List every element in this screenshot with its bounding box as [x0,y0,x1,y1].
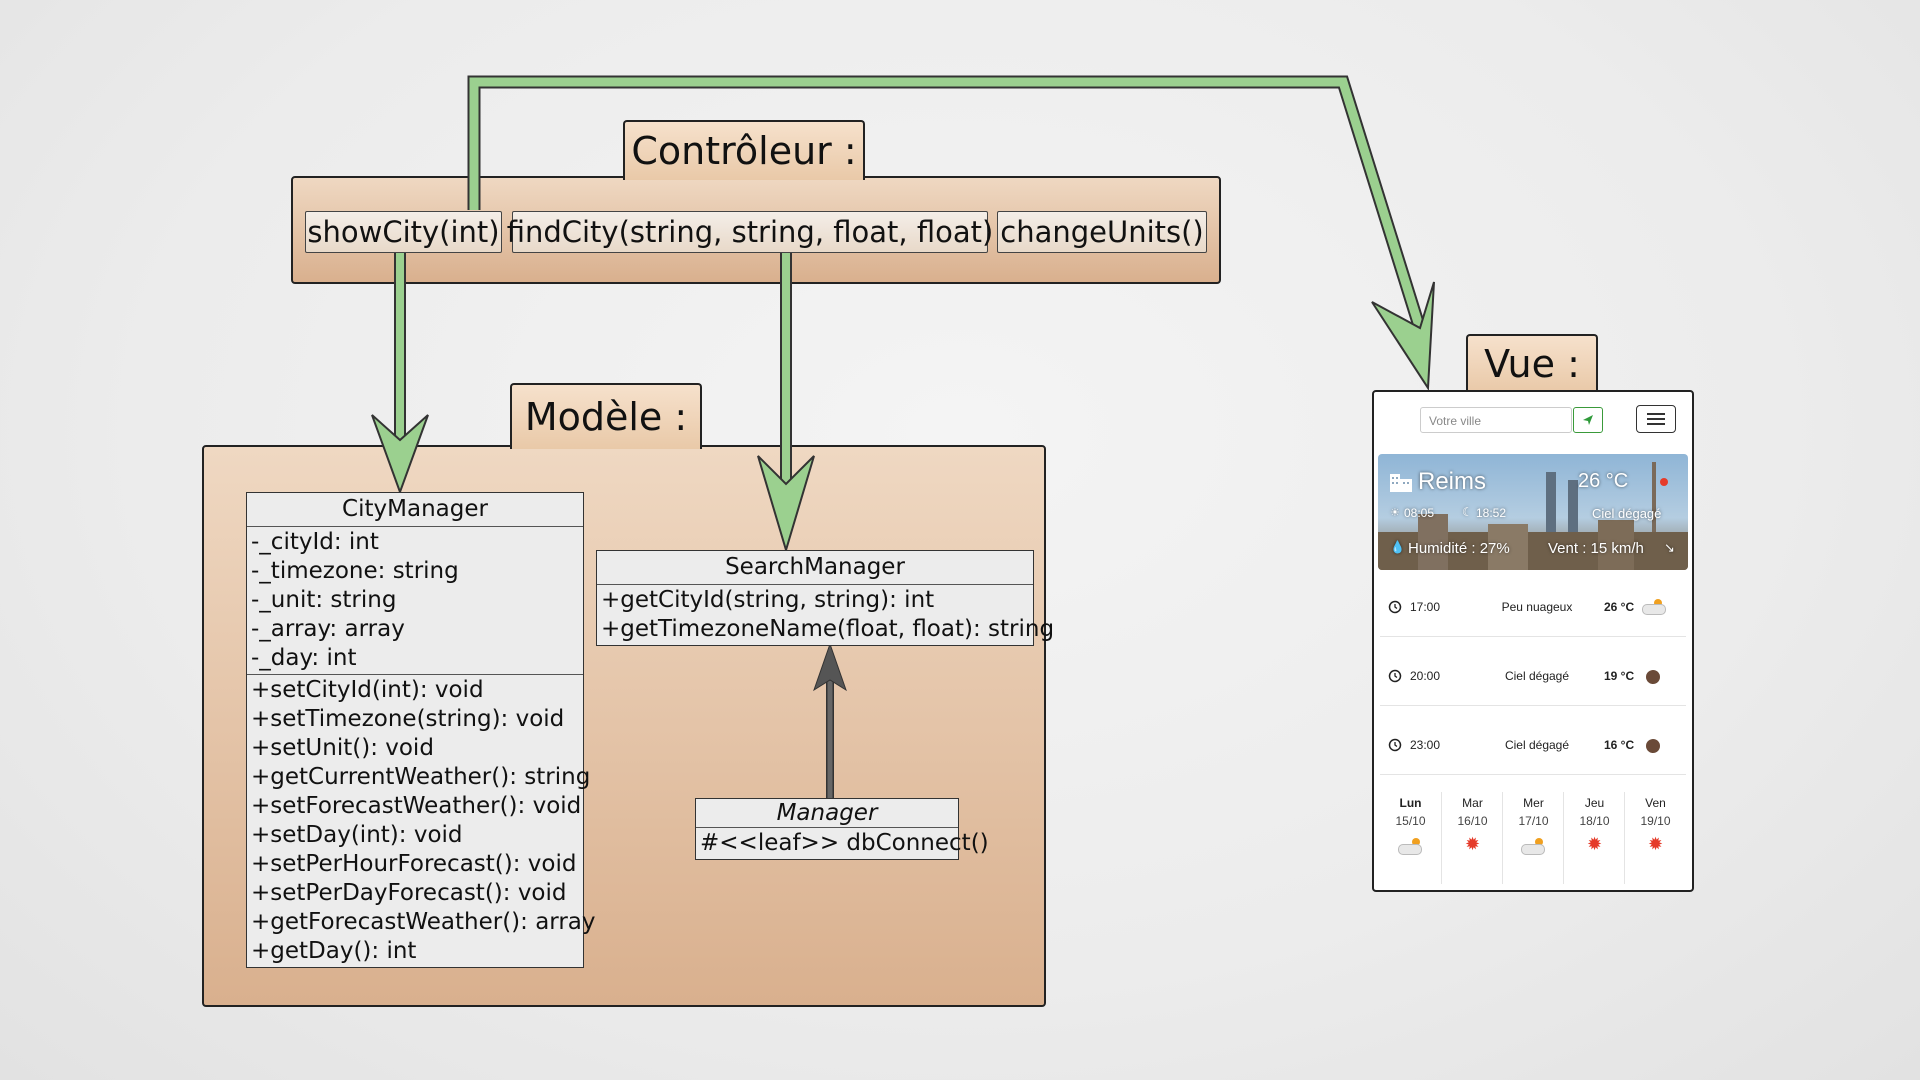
method-find-city[interactable]: findCity(string, string, float, float) [507,211,993,253]
method: +getDay(): int [251,938,417,964]
attribute: -_unit: string [251,587,397,613]
model-title: Modèle : [510,383,702,449]
day-name: Lun [1399,796,1422,810]
send-button[interactable] [1573,407,1603,433]
hour-temp: 26 °C [1604,600,1635,614]
sun-icon [1660,478,1668,486]
day-column[interactable]: Lun 15/10 [1380,792,1441,884]
daily-forecast: Lun 15/10 Mar 16/10 ✹ Mer 17/10 Jeu 18/1… [1380,392,1686,890]
sun-icon: ✹ [1464,834,1481,854]
sunrise-time: 08:05 [1404,506,1435,520]
method: +setDay(int): void [251,822,463,848]
method-show-city[interactable]: showCity(int) [305,211,502,253]
clock-icon [1388,738,1402,752]
weather-app: Votre ville Reims 26 °C ☀ 08:05 ☾ 18:52 … [1372,390,1694,892]
day-column[interactable]: Jeu 18/10 ✹ [1563,792,1625,884]
wind-text: Vent : 15 km/h [1548,540,1644,557]
droplet-icon: 💧 [1390,540,1405,554]
day-date: 18/10 [1579,814,1610,828]
hour-desc: Ciel dégagé [1504,738,1570,752]
hour-desc: Peu nuageux [1501,600,1573,614]
hour-time: 23:00 [1410,738,1441,752]
hour-temp: 16 °C [1604,738,1635,752]
day-name: Mar [1462,796,1483,810]
day-date: 15/10 [1395,814,1426,828]
class-city-manager: CityManager -_cityId: int -_timezone: st… [246,492,596,968]
method: +setTimezone(string): void [251,706,565,732]
current-weather-card: Reims 26 °C ☀ 08:05 ☾ 18:52 Ciel dégagé … [1378,454,1688,570]
day-column[interactable]: Ven 19/10 ✹ [1624,792,1686,884]
condition-text: Ciel dégagé [1592,506,1662,521]
night-clear-icon [1646,739,1660,753]
methods: #<<leaf>> dbConnect() [696,828,989,859]
menu-button[interactable] [1636,405,1676,433]
method: #<<leaf>> dbConnect() [700,830,989,856]
method: +setCityId(int): void [251,677,484,703]
method: +getCurrentWeather(): string [251,764,591,790]
class-search-manager: SearchManager +getCityId(string, string)… [596,550,1055,646]
method: +setPerDayForecast(): void [251,880,567,906]
day-date: 16/10 [1457,814,1488,828]
send-icon [1583,415,1593,425]
clock-icon [1388,669,1402,683]
class-name: Manager [696,799,958,828]
city-name: Reims [1418,468,1487,495]
class-name: SearchManager [597,551,1033,585]
method: +setForecastWeather(): void [251,793,582,819]
partly-cloudy-icon [1397,838,1424,855]
hamburger-icon [1647,413,1665,425]
hour-desc: Ciel dégagé [1504,669,1570,683]
partly-cloudy-icon [1642,599,1668,615]
day-name: Ven [1645,796,1666,810]
method: +getCityId(string, string): int [601,587,935,613]
sun-icon: ✹ [1647,834,1664,854]
methods: +setCityId(int): void +setTimezone(strin… [247,674,596,967]
building-icon [1390,474,1412,492]
current-temperature: 26 °C [1578,470,1629,492]
day-name: Jeu [1584,796,1605,810]
attribute: -_day: int [251,645,357,671]
controller-title: Contrôleur : [623,120,865,180]
method: +setPerHourForecast(): void [251,851,577,877]
wind-direction-icon: ↘ [1664,540,1675,555]
methods: +getCityId(string, string): int +getTime… [597,585,1055,645]
attribute: -_cityId: int [251,529,379,555]
partly-cloudy-icon [1520,838,1547,855]
hourly-row: 23:00 Ciel dégagé 16 °C [1380,716,1686,775]
arrow-head-view [1371,281,1435,392]
hourly-row: 20:00 Ciel dégagé 19 °C [1380,647,1686,706]
attributes: -_cityId: int -_timezone: string -_unit:… [247,527,583,674]
hour-time: 17:00 [1410,600,1441,614]
method: +getForecastWeather(): array [251,909,596,935]
city-search-input[interactable]: Votre ville [1420,407,1572,433]
day-date: 17/10 [1518,814,1549,828]
method: +getTimezoneName(float, float): string [601,616,1055,642]
day-name: Mer [1523,796,1544,810]
attribute: -_timezone: string [251,558,459,584]
day-column[interactable]: Mar 16/10 ✹ [1441,792,1503,884]
class-manager: Manager #<<leaf>> dbConnect() [695,798,989,860]
attribute: -_array: array [251,616,405,642]
skyline-image [1378,462,1688,570]
humidity-text: Humidité : 27% [1408,540,1510,557]
hour-time: 20:00 [1410,669,1441,683]
day-date: 19/10 [1640,814,1671,828]
class-name: CityManager [247,493,583,527]
sun-icon: ✹ [1586,834,1603,854]
sunset-time: 18:52 [1476,506,1507,520]
clock-icon [1388,600,1402,614]
day-column[interactable]: Mer 17/10 [1502,792,1564,884]
view-title: Vue : [1466,334,1598,392]
night-clear-icon [1646,670,1660,684]
hourly-row: 17:00 Peu nuageux 26 °C [1380,578,1686,637]
hour-temp: 19 °C [1604,669,1635,683]
sun-rise-icon: ☀ [1390,507,1400,519]
method-change-units[interactable]: changeUnits() [997,211,1207,253]
method: +setUnit(): void [251,735,434,761]
moon-icon: ☾ [1462,505,1473,519]
